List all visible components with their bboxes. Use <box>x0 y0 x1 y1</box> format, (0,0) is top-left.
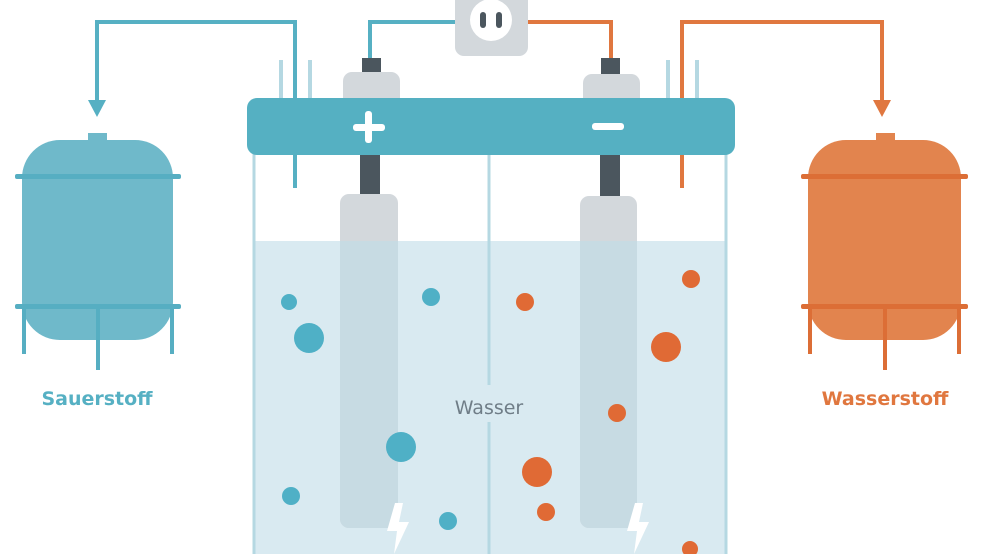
bubble <box>608 404 626 422</box>
bubble <box>282 487 300 505</box>
anode-rod <box>360 150 380 198</box>
cathode-rod <box>600 150 620 198</box>
oxygen-tank <box>15 133 181 370</box>
plus-icon <box>353 111 385 143</box>
bubble <box>537 503 555 521</box>
oxygen-arrow-icon <box>88 100 106 117</box>
cathode-electrode <box>580 196 637 528</box>
cathode-wire <box>528 20 613 62</box>
cathode-terminal <box>601 58 620 74</box>
bubble <box>439 512 457 530</box>
hydrogen-bubbles <box>516 270 700 554</box>
bubble <box>422 288 440 306</box>
lid-bar <box>247 98 735 155</box>
bubble <box>294 323 324 353</box>
hydrogen-tank <box>801 133 968 370</box>
oxygen-bubbles <box>281 288 457 530</box>
bubble <box>386 432 416 462</box>
power-socket-icon <box>455 0 528 56</box>
minus-icon <box>592 123 624 130</box>
bubble <box>522 457 552 487</box>
bubble <box>682 541 698 554</box>
hydrogen-label: Wasserstoff <box>822 388 949 410</box>
bubble <box>516 293 534 311</box>
anode-terminal <box>362 58 381 74</box>
bubble <box>281 294 297 310</box>
bubble <box>651 332 681 362</box>
bubble <box>682 270 700 288</box>
oxygen-label: Sauerstoff <box>41 388 153 410</box>
water-label: Wasser <box>455 397 524 419</box>
lightning-icon <box>627 503 649 554</box>
anode-wire <box>368 20 455 62</box>
lightning-icon <box>387 503 409 554</box>
anode-electrode <box>340 194 398 528</box>
hydrogen-arrow-icon <box>873 100 891 117</box>
